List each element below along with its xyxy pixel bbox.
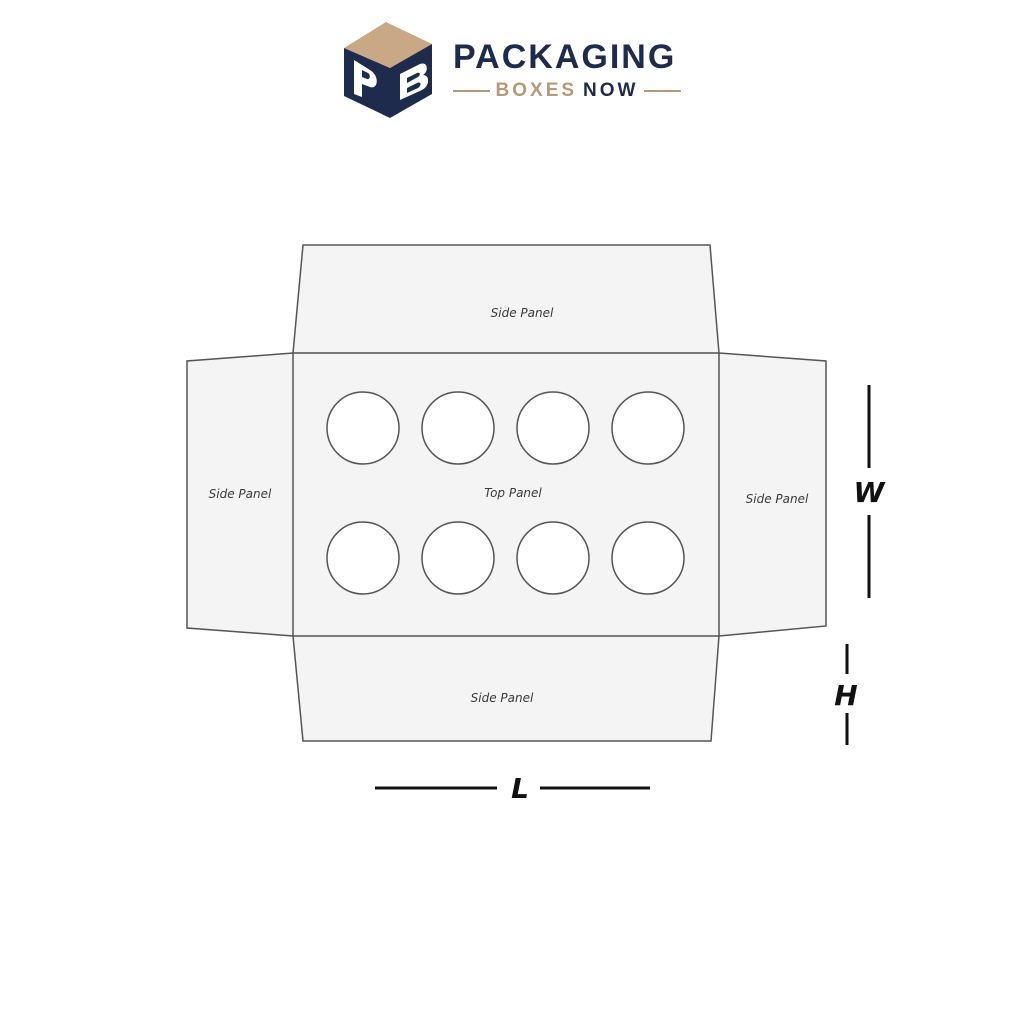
cutout-hole — [611, 391, 685, 465]
length-dimension-label: L — [511, 772, 529, 805]
side-panel-left — [186, 352, 294, 637]
brand-word-boxes: BOXES — [495, 80, 578, 101]
cutout-hole — [421, 391, 495, 465]
brand-divider-right — [644, 90, 681, 92]
width-dimension-label: W — [854, 476, 886, 509]
cutout-hole — [516, 521, 590, 595]
cube-top-face — [344, 22, 432, 68]
logo-letter-b — [400, 63, 429, 100]
cutout-hole — [611, 521, 685, 595]
brand-divider-left — [453, 90, 490, 92]
side-panel-right — [718, 352, 827, 637]
cutout-hole — [326, 521, 400, 595]
cutout-hole — [516, 391, 590, 465]
side-panel-right-label: Side Panel — [746, 492, 809, 506]
side-panel-top-label: Side Panel — [491, 306, 554, 320]
brand-name-line1: PACKAGING — [453, 38, 677, 76]
height-dimension-label: H — [834, 679, 857, 712]
side-panel-bottom-label: Side Panel — [471, 691, 534, 705]
brand-word-now: NOW — [583, 80, 639, 101]
top-panel-label: Top Panel — [484, 486, 542, 500]
logo-letter-p — [354, 60, 377, 97]
cutout-hole — [421, 521, 495, 595]
brand-logo: PACKAGING BOXES NOW — [340, 18, 690, 122]
side-panel-top — [292, 244, 720, 354]
side-panel-left-label: Side Panel — [209, 487, 272, 501]
brand-name-line2: BOXES NOW — [453, 80, 681, 102]
cutout-hole — [326, 391, 400, 465]
cutout-group — [326, 391, 685, 595]
pb-cube-logo-icon — [344, 22, 432, 118]
side-panel-bottom — [292, 635, 720, 742]
